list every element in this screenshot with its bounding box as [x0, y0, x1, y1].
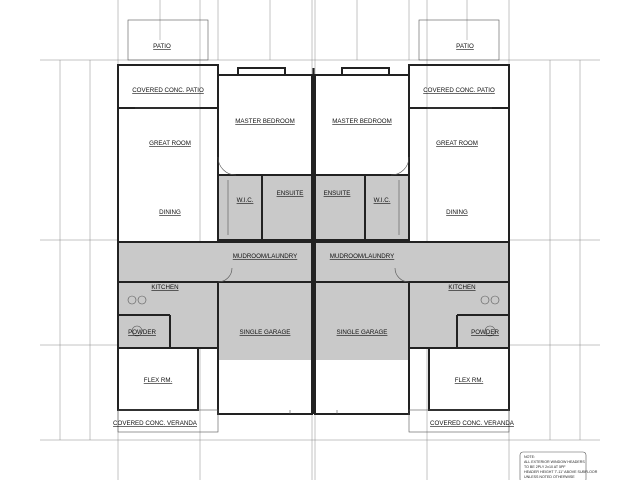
room-label: ENSUITE [277, 190, 304, 197]
room-label: DINING [446, 209, 468, 216]
unit-walls-mirrored [314, 19, 510, 433]
room-label: POWDER [471, 329, 499, 336]
unit-walls [117, 19, 313, 433]
room-label: W.I.C. [237, 197, 254, 204]
left-unit-labels: PATIO COVERED CONC. PATIO GREAT ROOM MAS… [113, 43, 303, 427]
room-label: MASTER BEDROOM [332, 118, 391, 125]
room-label: DINING [159, 209, 181, 216]
room-label: COVERED CONC. VERANDA [113, 420, 198, 427]
room-label: MASTER BEDROOM [235, 118, 294, 125]
room-label: MUDROOM/LAUNDRY [330, 253, 395, 260]
note-line: NOTE: [524, 455, 535, 459]
room-label: KITCHEN [151, 284, 178, 291]
room-label: GREAT ROOM [149, 140, 191, 147]
room-label: COVERED CONC. PATIO [423, 87, 495, 94]
room-label: FLEX RM. [455, 377, 484, 384]
room-label: GREAT ROOM [436, 140, 478, 147]
note-box: NOTE: ALL EXTERIOR WINDOW HEADERS TO BE … [519, 451, 598, 480]
room-label: COVERED CONC. VERANDA [430, 420, 515, 427]
note-line: ALL EXTERIOR WINDOW HEADERS [524, 460, 585, 464]
room-label: COVERED CONC. PATIO [132, 87, 204, 94]
room-label: PATIO [153, 43, 171, 50]
right-unit-labels: PATIO COVERED CONC. PATIO GREAT ROOM MAS… [324, 43, 515, 427]
room-label: FLEX RM. [144, 377, 173, 384]
note-line: TO BE 2PLY 2x10 AT 5PF [524, 465, 566, 469]
room-label: KITCHEN [448, 284, 475, 291]
note-line: UNLESS NOTED OTHERWISE [524, 475, 575, 479]
room-label: POWDER [128, 329, 156, 336]
room-label: SINGLE GARAGE [337, 329, 388, 336]
note-line: HEADER HEIGHT 7'-11" ABOVE SUBFLOOR [524, 470, 598, 474]
room-label: MUDROOM/LAUNDRY [233, 253, 298, 260]
room-label: PATIO [456, 43, 474, 50]
room-label: SINGLE GARAGE [240, 329, 291, 336]
room-label: W.I.C. [374, 197, 391, 204]
room-label: ENSUITE [324, 190, 351, 197]
